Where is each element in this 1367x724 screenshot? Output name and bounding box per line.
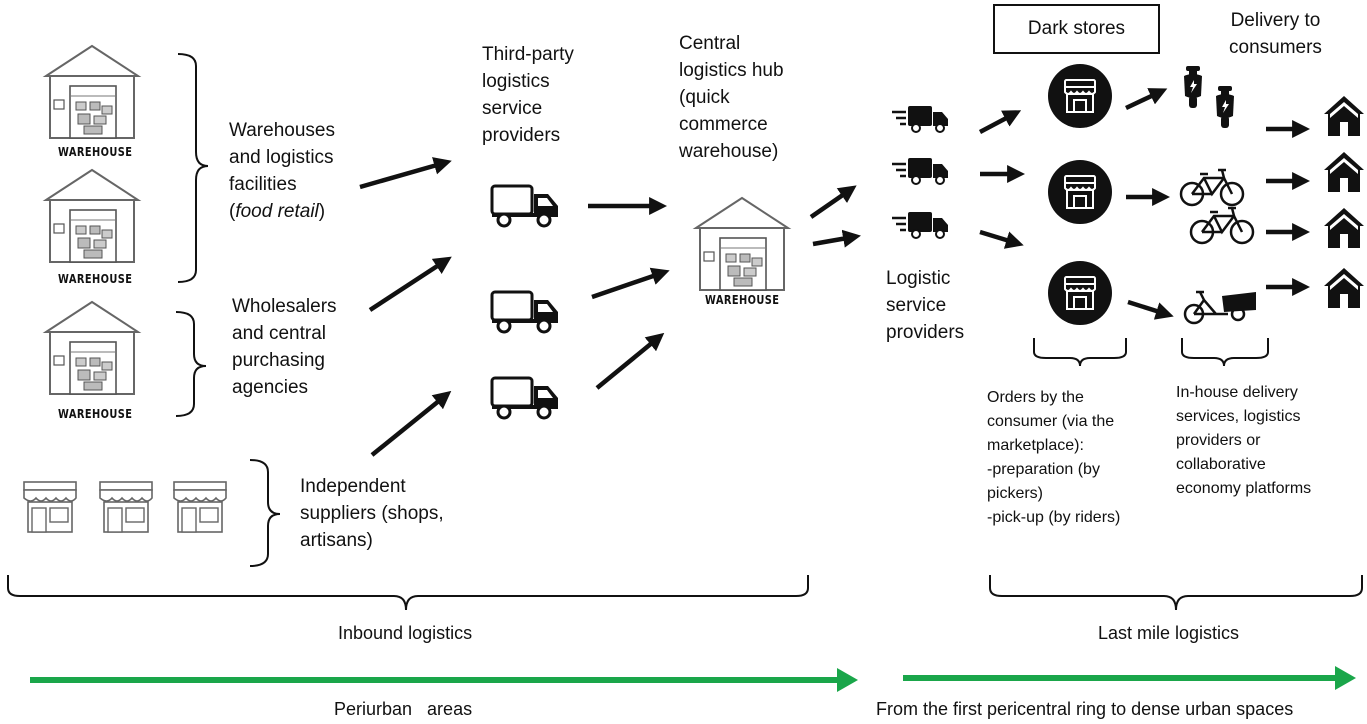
arrow [595, 332, 665, 390]
inbound-brace [7, 575, 809, 611]
bicycle-icon [1179, 168, 1245, 207]
warehouse-label: WAREHOUSE [58, 272, 133, 286]
arrow [979, 229, 1024, 249]
arrow [1125, 88, 1168, 111]
store-icon [1047, 260, 1113, 326]
wholesalers-text: Wholesalers and central purchasing agenc… [232, 296, 337, 398]
arrow [591, 267, 670, 300]
truck-icon [490, 290, 560, 334]
warehouse-icon [45, 45, 139, 139]
independent-text: Independent suppliers (shops, artisans) [300, 476, 444, 551]
arrow [368, 256, 452, 312]
house-icon [1324, 96, 1364, 136]
fast-truck-icon [890, 104, 950, 134]
truck-icon [490, 184, 560, 228]
arrow [1127, 299, 1174, 320]
inhouse-brace [1181, 338, 1269, 367]
shop-icon [173, 481, 227, 533]
shop-icon [23, 481, 77, 533]
warehouse-icon [695, 197, 789, 291]
independent-brace [249, 459, 281, 567]
shop-icon [99, 481, 153, 533]
warehouse-label: WAREHOUSE [58, 145, 133, 159]
warehouse-label: WAREHOUSE [58, 407, 133, 421]
wholesalers-brace [175, 311, 207, 417]
fast-truck-icon [890, 156, 950, 186]
arrow [359, 157, 452, 190]
orders-note: Orders by the consumer (via the marketpl… [987, 389, 1121, 526]
warehouse-icon [45, 169, 139, 263]
periurban-label: Periurban areas [334, 699, 473, 719]
dark-stores-box: Dark stores [993, 4, 1160, 54]
third-party-text: Third-party logistics service providers [482, 44, 574, 146]
orders-brace [1033, 338, 1127, 367]
fast-truck-icon [890, 210, 950, 240]
house-icon [1324, 152, 1364, 192]
arrow [370, 390, 452, 457]
cargo-bike-icon [1183, 290, 1258, 325]
food-retail-italic: food retail [235, 201, 319, 222]
warehouses-brace [177, 53, 209, 283]
hub-warehouse-label: WAREHOUSE [705, 293, 780, 307]
arrow [978, 110, 1022, 134]
last-mile-brace [989, 575, 1363, 611]
logistic-service-text: Logistic service providers [886, 268, 965, 343]
store-icon [1047, 63, 1113, 129]
bicycle-icon [1189, 206, 1255, 245]
last-mile-logistics-label: Last mile logistics [1098, 623, 1240, 643]
house-icon [1324, 268, 1364, 308]
delivery-title: Delivery to consumers [1229, 10, 1322, 58]
warehouses-text: Warehouses and logistics facilities (foo… [229, 120, 335, 222]
inbound-logistics-label: Inbound logistics [338, 623, 473, 643]
store-icon [1047, 159, 1113, 225]
scooter-icon [1216, 86, 1234, 128]
house-icon [1324, 208, 1364, 248]
scooter-icon [1184, 66, 1202, 108]
truck-icon [490, 376, 560, 420]
central-hub-text: Central logistics hub (quick commerce wa… [679, 33, 784, 162]
arrow [809, 185, 857, 219]
warehouse-icon [45, 301, 139, 395]
inhouse-note: In-house delivery services, logistics pr… [1176, 384, 1312, 497]
urban-label: From the first pericentral ring to dense… [876, 699, 1294, 719]
arrow [812, 229, 861, 248]
